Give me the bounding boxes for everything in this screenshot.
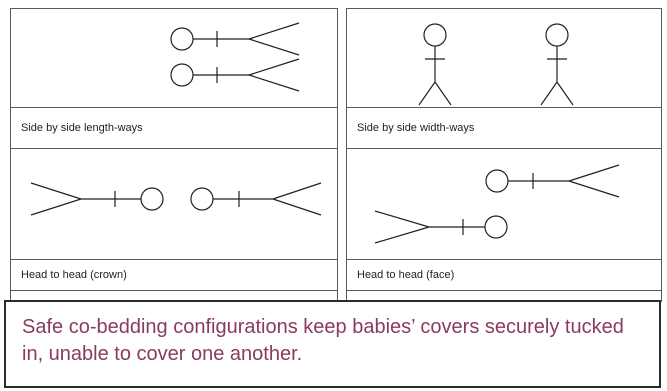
baby-head: [170, 63, 194, 87]
diagram-width-ways: [418, 23, 574, 106]
baby-leg: [30, 198, 82, 216]
baby-leg: [374, 226, 430, 244]
caption-text: Safe co-bedding configurations keep babi…: [22, 316, 624, 365]
baby-leg: [418, 81, 436, 106]
baby-leg: [30, 182, 82, 200]
baby-leg: [374, 210, 430, 228]
baby-leg: [540, 81, 558, 106]
baby-leg: [248, 58, 300, 76]
label-face: Head to head (face): [347, 259, 661, 291]
baby-head: [170, 27, 194, 51]
baby-leg: [272, 198, 322, 216]
baby-leg: [248, 22, 300, 40]
baby-leg: [568, 164, 620, 182]
baby-head: [545, 23, 569, 47]
diagram-length-ways: [170, 22, 300, 92]
baby-head: [190, 187, 214, 211]
baby-leg: [248, 38, 300, 56]
diagram-crown: [30, 182, 322, 216]
baby-head: [423, 23, 447, 47]
label-length-ways: Side by side length-ways: [11, 107, 337, 149]
baby-leg: [272, 182, 322, 200]
baby-head: [485, 169, 509, 193]
left-panel: Side by side length-ways Head to head (c…: [10, 8, 338, 302]
caption-box: Safe co-bedding configurations keep babi…: [4, 300, 661, 388]
baby-head: [484, 215, 508, 239]
baby-leg: [556, 81, 574, 106]
baby-head: [140, 187, 164, 211]
label-crown: Head to head (crown): [11, 259, 337, 291]
baby-leg: [248, 74, 300, 92]
baby-leg: [568, 180, 620, 198]
right-panel: Side by side width-ways Head to head (fa…: [346, 8, 662, 302]
label-width-ways: Side by side width-ways: [347, 107, 661, 149]
baby-leg: [434, 81, 452, 106]
diagram-face: [374, 164, 620, 244]
